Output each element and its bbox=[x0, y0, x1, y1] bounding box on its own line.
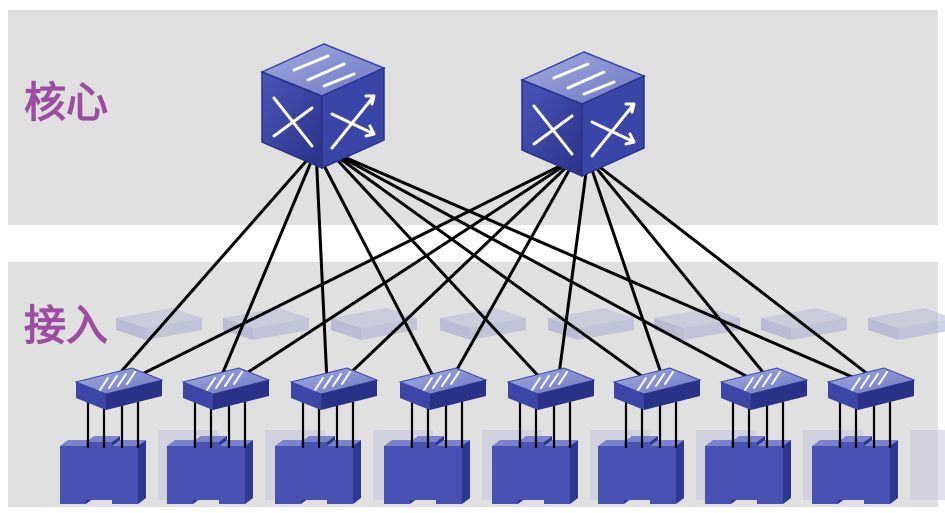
core-access-link bbox=[314, 149, 438, 383]
server-icon bbox=[327, 440, 361, 504]
core-layer-band bbox=[8, 10, 938, 225]
core-access-link bbox=[314, 149, 329, 383]
access-switch-icon bbox=[506, 367, 596, 410]
core-switch-icon bbox=[520, 51, 646, 178]
core-access-link bbox=[586, 157, 773, 383]
core-access-links bbox=[110, 148, 879, 384]
core-access-link bbox=[327, 148, 758, 384]
core-switches bbox=[260, 43, 646, 178]
core-access-link bbox=[448, 157, 578, 383]
access-switch-icon bbox=[719, 367, 809, 410]
access-switch-icon bbox=[289, 367, 379, 410]
server-icon bbox=[544, 440, 578, 504]
core-access-link bbox=[339, 156, 578, 384]
core-access-link bbox=[125, 156, 577, 384]
access-layer-label: 接入 bbox=[24, 301, 108, 350]
core-access-link bbox=[327, 148, 651, 384]
server-uplinks bbox=[86, 402, 892, 448]
core-access-link bbox=[232, 156, 577, 384]
server-icon bbox=[112, 440, 146, 504]
core-access-link bbox=[326, 148, 546, 384]
core-access-link bbox=[217, 149, 318, 383]
access-switch-icon bbox=[74, 367, 164, 410]
access-switch-icon bbox=[826, 367, 916, 410]
ghost-switch-icon bbox=[868, 308, 945, 500]
access-switches bbox=[74, 367, 916, 410]
access-switch-icon bbox=[398, 367, 488, 410]
server-icon bbox=[219, 440, 253, 504]
core-access-link bbox=[556, 157, 590, 383]
server-icon bbox=[650, 440, 684, 504]
server-icon bbox=[436, 440, 470, 504]
core-layer-label: 核心 bbox=[24, 78, 108, 127]
server-icon bbox=[757, 440, 791, 504]
core-switch-icon bbox=[260, 43, 386, 170]
core-access-link bbox=[327, 148, 865, 384]
access-switch-icon bbox=[612, 367, 702, 410]
core-access-link bbox=[587, 156, 879, 384]
access-switch-icon bbox=[181, 367, 271, 410]
core-access-link bbox=[110, 149, 318, 383]
server-icon bbox=[864, 440, 898, 504]
core-access-link bbox=[586, 157, 666, 383]
